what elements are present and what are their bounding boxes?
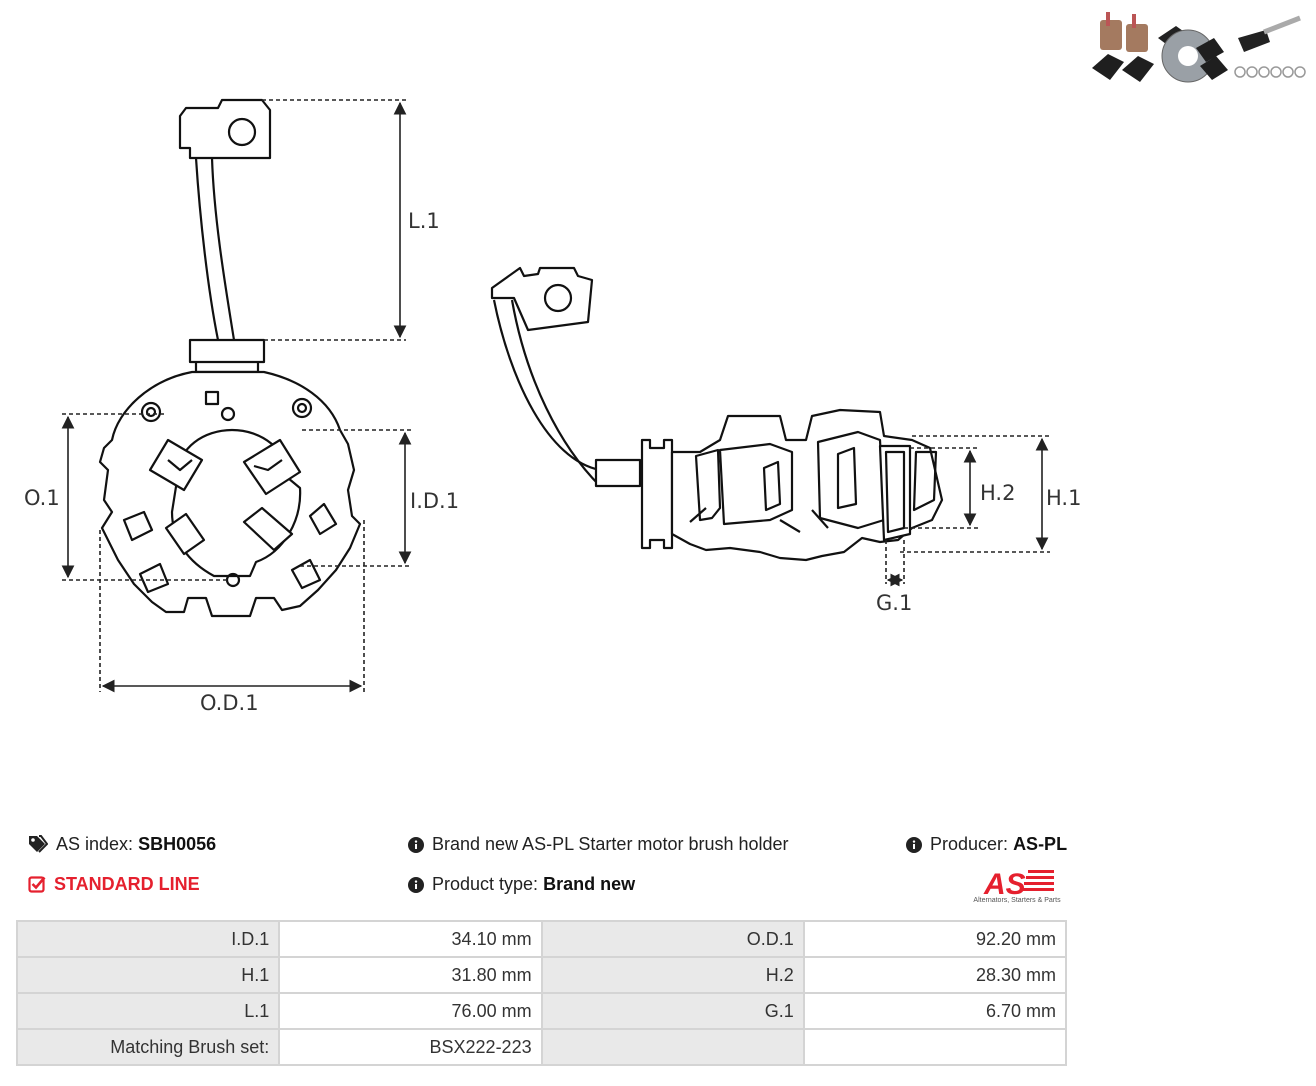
dim-label-o1: O.1 [24,486,60,510]
standard-line-label: STANDARD LINE [54,874,200,894]
dim-label-g1: G.1 [876,591,912,615]
product-type-label: Product type: [432,874,539,894]
as-pl-logo: AS [983,868,1054,901]
checked-box-icon [28,876,46,893]
product-type-value: Brand new [543,874,636,894]
spec-value: 31.80 mm [278,956,543,994]
description-text: Brand new AS-PL Starter motor brush hold… [432,834,789,854]
dim-label-h1: H.1 [1046,486,1081,510]
table-row: I.D.1 34.10 mm O.D.1 92.20 mm [15,920,1068,958]
spec-key: L.1 [15,992,281,1030]
spec-key: Matching Brush set: [15,1028,281,1066]
info-circle-icon [408,837,424,853]
logo-text: AS [983,868,1026,901]
side-view-brush-holder [490,266,944,562]
spec-key [540,1028,805,1066]
producer-value: AS-PL [1013,834,1068,854]
logo-tagline: Alternators, Starters & Parts [973,897,1061,904]
brush-holder-kit-photo [1092,12,1306,83]
product-description: Brand new AS-PL Starter motor brush hold… [408,834,789,855]
producer: Producer: AS-PL [906,834,1067,855]
table-row: L.1 76.00 mm G.1 6.70 mm [15,992,1068,1030]
spec-key: H.1 [15,956,281,994]
spec-table: I.D.1 34.10 mm O.D.1 92.20 mm H.1 31.80 … [15,920,1068,1066]
spec-key: G.1 [540,992,805,1030]
dim-label-l1: L.1 [408,209,440,233]
as-index-value: SBH0056 [138,834,217,854]
spec-value: 76.00 mm [278,992,543,1030]
technical-drawing: L.1 O.1 I.D.1 O.D.1 [24,98,1081,715]
producer-label: Producer: [930,834,1009,854]
table-row: H.1 31.80 mm H.2 28.30 mm [15,956,1068,994]
spec-key: O.D.1 [540,920,805,958]
info-circle-icon [906,837,922,853]
product-type: Product type: Brand new [408,874,635,895]
dim-label-id1: I.D.1 [410,489,459,513]
standard-line-badge: STANDARD LINE [28,874,200,895]
dim-label-h2: H.2 [980,481,1015,505]
spec-value: 6.70 mm [802,992,1068,1030]
spec-value: 34.10 mm [278,920,543,958]
as-index-label: AS index: [56,834,134,854]
table-row: Matching Brush set: BSX222-223 [15,1028,1068,1066]
spec-key: H.2 [540,956,805,994]
dim-label-od1: O.D.1 [200,691,259,715]
spec-key: I.D.1 [15,920,281,958]
spec-value: BSX222-223 [278,1028,543,1066]
tags-icon [29,835,48,853]
spec-value [802,1028,1068,1066]
as-index: AS index: SBH0056 [28,834,216,855]
spec-value: 28.30 mm [802,956,1068,994]
info-circle-icon [408,877,424,893]
spec-value: 92.20 mm [802,920,1068,958]
front-view-brush-holder [98,98,362,618]
